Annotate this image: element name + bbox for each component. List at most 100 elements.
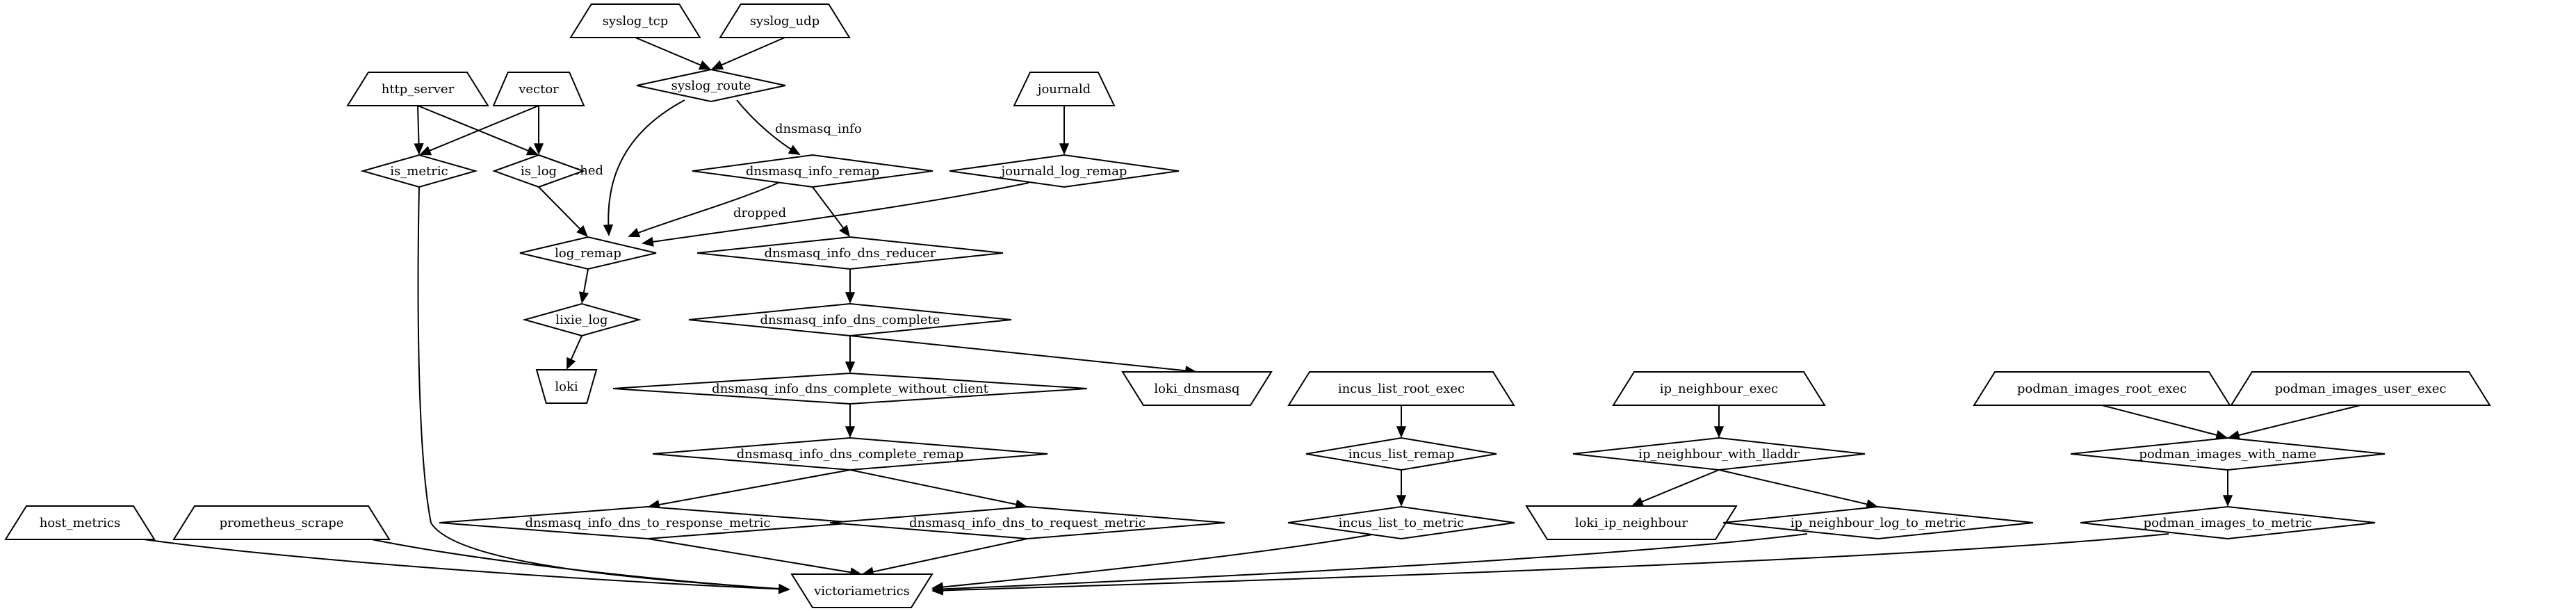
node-syslog_tcp[interactable]: syslog_tcp [569,3,701,38]
node-dnsmasq_info_dns_complete_remap[interactable]: dnsmasq_info_dns_complete_remap [652,437,1048,471]
arrowhead [642,236,654,247]
node-dnsmasq_info_dns_reducer[interactable]: dnsmasq_info_dns_reducer [696,236,1004,270]
arrowhead [839,225,850,237]
edge-line [2101,405,2219,437]
node-label: dnsmasq_info_dns_complete_without_client [712,382,988,396]
arrowhead [788,145,801,155]
node-log_remap[interactable]: log_remap [519,236,657,270]
transform-shape [829,505,1225,540]
node-dnsmasq_info_dns_complete_without_client[interactable]: dnsmasq_info_dns_complete_without_client [612,372,1088,405]
edge-ip_neighbour_with_lladdr-to-loki_ip_neighbour [1631,469,1720,507]
arrowhead [533,143,544,155]
node-is_metric[interactable]: is_metric [360,154,478,188]
node-podman_images_to_metric[interactable]: podman_images_to_metric [2080,505,2376,540]
node-loki_ip_neighbour[interactable]: loki_ip_neighbour [1525,505,1738,540]
node-label: podman_images_user_exec [2275,382,2447,396]
arrowhead [2222,495,2233,507]
edge-line [932,533,2169,592]
edge-line [642,182,1029,244]
edge-podman_images_to_metric-to-victoriametrics [931,533,2169,596]
edge-line [657,469,851,506]
node-syslog_route[interactable]: syslog_route [636,68,786,103]
arrowhead [576,225,588,237]
node-http_server[interactable]: http_server [346,72,489,106]
node-incus_list_remap[interactable]: incus_list_remap [1305,437,1497,471]
node-label: loki_dnsmasq [1154,382,1239,396]
node-victoriametrics[interactable]: victoriametrics [790,573,934,608]
node-incus_list_root_exec[interactable]: incus_list_root_exec [1287,371,1515,406]
node-loki_dnsmasq[interactable]: loki_dnsmasq [1121,371,1273,406]
edge-podman_images_root_exec-to-podman_images_with_name [2101,405,2228,440]
arrowhead [603,224,614,236]
arrowhead [931,585,943,596]
arrowhead [628,227,641,238]
node-label: syslog_tcp [603,14,669,28]
sink-shape [535,369,598,404]
arrowhead [845,426,856,438]
node-ip_neighbour_exec[interactable]: ip_neighbour_exec [1612,371,1826,406]
node-dnsmasq_info_dns_to_response_metric[interactable]: dnsmasq_info_dns_to_response_metric [439,505,857,540]
source-shape [4,505,156,540]
node-podman_images_root_exec[interactable]: podman_images_root_exec [1973,371,2231,406]
node-vector[interactable]: vector [492,72,585,106]
node-journald[interactable]: journald [1013,72,1116,106]
edge-host_metrics-to-victoriametrics [138,538,790,594]
edge-syslog_udp-to-syslog_route [711,37,785,70]
node-label: journald [1036,82,1091,97]
edge-ip_neighbour_with_lladdr-to-ip_neighbour_log_to_metric [1718,469,1878,510]
node-is_log[interactable]: is_log [492,154,585,188]
node-syslog_udp[interactable]: syslog_udp [719,3,851,38]
edge-log_remap-to-lixie_log [578,268,589,304]
edge-line [932,533,1377,589]
edge-lixie_log-to-loki [566,335,582,370]
node-label: podman_images_root_exec [2017,382,2187,396]
transform-shape [652,437,1048,471]
node-host_metrics[interactable]: host_metrics [4,505,156,540]
edge-line [849,335,1188,372]
node-label: ip_neighbour_with_lladdr [1638,447,1800,462]
node-dnsmasq_info_dns_complete[interactable]: dnsmasq_info_dns_complete [688,302,1012,337]
node-label: host_metrics [40,516,121,530]
edge-journald_log_remap-to-log_remap [642,182,1029,247]
transform-shape [696,236,1004,270]
node-dnsmasq_info_remap[interactable]: dnsmasq_info_remap [692,154,934,188]
arrowhead [1396,426,1407,438]
edge-ip_neighbour_log_to_metric-to-victoriametrics [931,533,1808,594]
transform-shape [2080,505,2376,540]
source-shape [719,3,851,38]
node-journald_log_remap[interactable]: journald_log_remap [949,154,1180,188]
node-incus_list_to_metric[interactable]: incus_list_to_metric [1287,505,1515,540]
arrowhead [778,583,790,594]
edge-line [368,538,790,590]
edge-line [1718,469,1869,505]
node-podman_images_user_exec[interactable]: podman_images_user_exec [2230,371,2491,406]
sink-shape [1525,505,1738,540]
node-label: vector [518,82,559,97]
edge-incus_list_remap-to-incus_list_to_metric [1396,470,1407,507]
edge-line [635,37,703,67]
edge-vector-to-is_log [533,106,544,155]
node-podman_images_with_name[interactable]: podman_images_with_name [2070,437,2386,471]
node-label: loki_ip_neighbour [1575,516,1688,530]
node-loki[interactable]: loki [535,369,598,404]
edge-dnsmasq_info_dns_complete-to-dnsmasq_info_dns_complete_without_client [845,336,856,373]
node-prometheus_scrape[interactable]: prometheus_scrape [172,505,391,540]
node-ip_neighbour_log_to_metric[interactable]: ip_neighbour_log_to_metric [1722,505,2034,540]
node-ip_neighbour_with_lladdr[interactable]: ip_neighbour_with_lladdr [1572,437,1866,471]
edge-line [2237,405,2361,437]
edge-ip_neighbour_exec-to-ip_neighbour_with_lladdr [1713,405,1725,438]
edge-dnsmasq_info_dns_to_request_metric-to-victoriametrics [862,538,1028,577]
transform-shape [519,236,657,270]
edge-line [538,186,582,231]
edge-http_server-to-is_metric [414,105,424,155]
edge-label: dropped [733,206,786,220]
node-dnsmasq_info_dns_to_request_metric[interactable]: dnsmasq_info_dns_to_request_metric [829,505,1225,540]
source-shape [569,3,701,38]
node-label: lixie_log [555,313,608,327]
node-label: dnsmasq_info_dns_reducer [765,246,936,261]
arrowhead [1631,497,1645,507]
node-lixie_log[interactable]: lixie_log [522,302,642,337]
node-label: dnsmasq_info_dns_to_request_metric [909,516,1146,530]
source-shape [2230,371,2491,406]
source-shape [346,72,489,106]
